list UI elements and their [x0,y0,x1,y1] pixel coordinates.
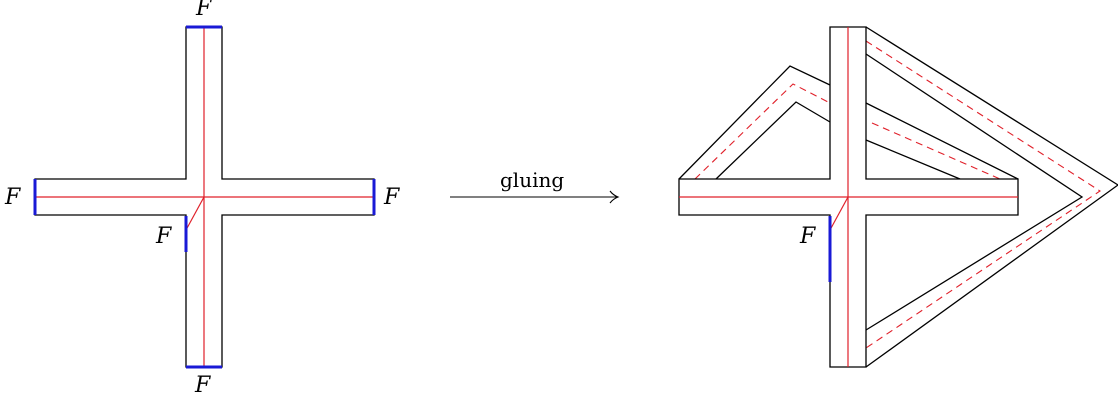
left-loop-outer [678,65,831,180]
arrow-head [609,190,620,204]
mid-band-lower [865,139,961,180]
arrow-label: gluing [500,168,564,192]
left-loop-core [694,83,831,180]
left-loop-inner [715,101,831,180]
left-label-left: F [4,185,21,210]
left-label-right: F [383,185,400,210]
left-label-top: F [195,0,212,21]
left-core-branch [185,196,205,231]
right-band-outer [865,26,1118,368]
right-glued-figure: F [678,26,1118,368]
gluing-arrow: gluing [450,168,620,204]
mid-band-upper [865,102,1019,180]
right-label-inner: F [799,224,816,249]
right-band-core [865,40,1102,349]
left-cross-figure: F F F F F [4,0,400,398]
left-label-bottom: F [194,373,211,398]
right-core-branch [829,196,849,231]
right-band-inner [865,53,1084,331]
left-label-inner: F [155,224,172,249]
